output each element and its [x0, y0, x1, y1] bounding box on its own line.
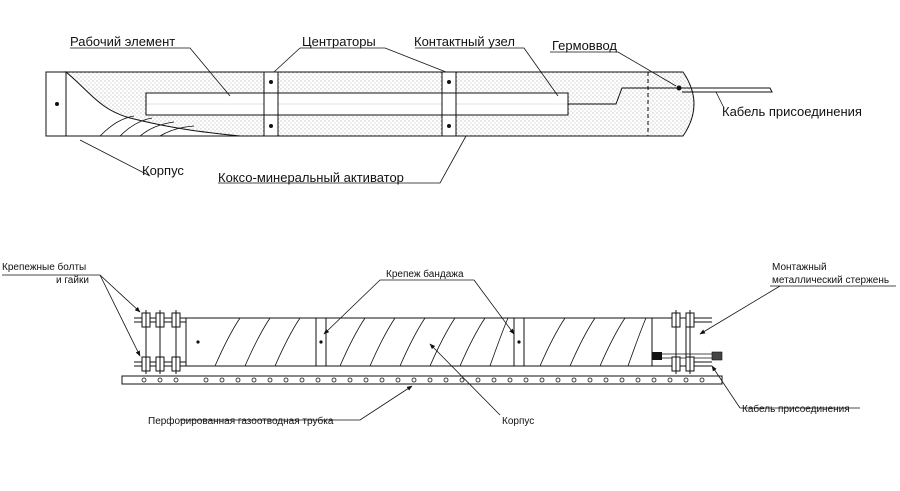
label-connection-cable-bottom: Кабель присоединения [742, 403, 850, 415]
label-centralizers: Центраторы [302, 34, 376, 49]
bottom-heater-drawing [121, 310, 723, 385]
label-housing-top: Корпус [142, 163, 184, 178]
label-working-element: Рабочий элемент [70, 34, 175, 49]
label-connection-cable-top: Кабель присоединения [722, 104, 862, 119]
centralizer-1 [262, 71, 280, 137]
bolts-right [671, 310, 695, 374]
label-coke-activator: Коксо-минеральный активатор [218, 170, 404, 185]
label-bolts-line2: и гайки [56, 275, 89, 286]
bottom-housing [185, 317, 687, 367]
bolts-left [141, 310, 181, 374]
label-housing-bottom: Корпус [502, 416, 534, 427]
label-contact-node: Контактный узел [414, 34, 515, 49]
label-bolts-line1: Крепежные болты [2, 261, 86, 273]
centralizer-2 [440, 71, 458, 137]
tube-perforations [141, 377, 705, 383]
top-leaders [70, 47, 725, 184]
top-heater-drawing [45, 70, 773, 137]
label-hermetic-lead: Гермоввод [552, 38, 617, 53]
perforated-tube [121, 375, 723, 385]
bottom-leaders [2, 274, 896, 421]
label-rod-line2: металлический стержень [772, 275, 889, 286]
label-rod-line1: Монтажный [772, 262, 827, 273]
label-perforated-tube: Перфорированная газоотводная трубка [148, 415, 334, 427]
label-band-fastener: Крепеж бандажа [386, 268, 464, 280]
